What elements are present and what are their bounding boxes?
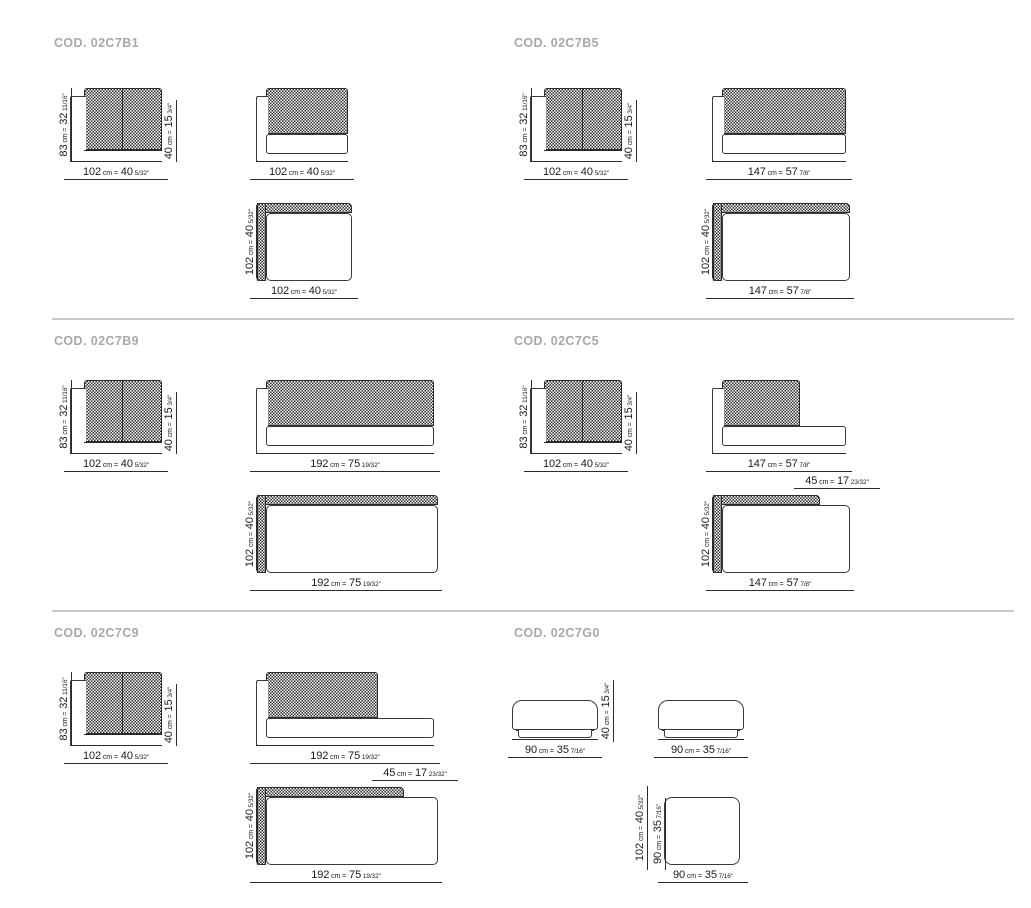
front-elevation-02C7B9: [70, 380, 162, 454]
section-divider-2: [52, 610, 1014, 612]
dim-height-83-02C7B9: 83 cm = 32 11/16": [58, 380, 72, 454]
dim-plan-depth-102-02C7B1: 102 cm = 40 5/32": [244, 203, 258, 281]
dim-seat-height-40-02C7B1: 40 cm = 15 3/4": [163, 100, 177, 162]
dim-height-83-02C7B1: 83 cm = 32 11/16": [58, 88, 72, 162]
dim-depth-102-side-02C7B1: 102 cm = 40 5/32": [250, 166, 354, 180]
dim-depth-45-02C7C5: 45 cm = 17 23/32": [794, 475, 880, 489]
section-divider-1: [52, 318, 1014, 320]
plan-view-02C7G0: [664, 797, 740, 865]
dim-plan-depth-102-02C7C5: 102 cm = 40 5/32": [700, 495, 714, 573]
product-code-02C7B9: COD. 02C7B9: [54, 334, 139, 348]
dim-height-40-02C7G0: 40 cm = 15 3/4": [600, 680, 614, 742]
dim-depth-90-side-02C7G0: 90 cm = 35 7/16": [654, 744, 748, 758]
dim-plan-width-102-02C7B1: 102 cm = 40 5/32": [250, 285, 358, 299]
plan-view-02C7B9: [256, 495, 438, 573]
dim-width-192-02C7C9: 192 cm = 75 19/32": [250, 750, 440, 764]
dim-height-83-02C7C9: 83 cm = 32 11/16": [58, 672, 72, 746]
dim-plan-width-147-02C7C5: 147 cm = 57 7/8": [706, 577, 854, 591]
front-elevation-02C7B1: [70, 88, 162, 162]
side-elevation-02C7G0: [658, 700, 744, 740]
dim-width-90-front-02C7G0: 90 cm = 35 7/16": [508, 744, 602, 758]
plan-view-02C7C9: [256, 787, 438, 865]
dim-plan-width-192-02C7C9: 192 cm = 75 19/32": [250, 869, 442, 883]
dim-width-102-02C7B9: 102 cm = 40 5/32": [64, 458, 168, 472]
dim-seat-height-40-02C7B9: 40 cm = 15 3/4": [163, 392, 177, 454]
front-elevation-02C7B5: [530, 88, 622, 162]
dim-width-102-02C7C5: 102 cm = 40 5/32": [524, 458, 628, 472]
side-elevation-02C7B5: [712, 88, 846, 162]
product-code-02C7B5: COD. 02C7B5: [514, 36, 599, 50]
dim-height-83-02C7B5: 83 cm = 32 11/16": [518, 88, 532, 162]
product-code-02C7C9: COD. 02C7C9: [54, 626, 139, 640]
dim-width-102-02C7B1: 102 cm = 40 5/32": [64, 166, 168, 180]
front-elevation-02C7C5: [530, 380, 622, 454]
dim-plan-width-90-02C7G0: 90 cm = 35 7/16": [658, 869, 748, 883]
side-elevation-02C7C9: [256, 672, 434, 746]
dim-plan-depth-90-02C7G0: 90 cm = 35 7/16": [652, 798, 666, 870]
front-elevation-02C7G0: [512, 700, 598, 740]
dim-plan-depth-102-02C7B5: 102 cm = 40 5/32": [700, 203, 714, 281]
dim-plan-width-192-02C7B9: 192 cm = 75 19/32": [250, 577, 442, 591]
dim-seat-height-40-02C7B5: 40 cm = 15 3/4": [623, 100, 637, 162]
product-code-02C7B1: COD. 02C7B1: [54, 36, 139, 50]
side-elevation-02C7B9: [256, 380, 434, 454]
side-elevation-02C7C5: [712, 380, 846, 454]
dim-width-192-02C7B9: 192 cm = 75 19/32": [250, 458, 440, 472]
side-elevation-02C7B1: [256, 88, 348, 162]
dim-plan-depth-102-02C7C9: 102 cm = 40 5/32": [244, 787, 258, 865]
dim-plan-depth-102-02C7G0: 102 cm = 40 5/32": [634, 786, 648, 870]
plan-view-02C7C5: [712, 495, 850, 573]
dim-width-147-02C7C5: 147 cm = 57 7/8": [706, 458, 852, 472]
dim-plan-depth-102-02C7B9: 102 cm = 40 5/32": [244, 495, 258, 573]
front-elevation-02C7C9: [70, 672, 162, 746]
dim-depth-45-02C7C9: 45 cm = 17 23/32": [372, 767, 458, 781]
dim-width-102-02C7B5: 102 cm = 40 5/32": [524, 166, 628, 180]
plan-view-02C7B5: [712, 203, 850, 281]
dim-seat-height-40-02C7C9: 40 cm = 15 3/4": [163, 684, 177, 746]
plan-view-02C7B1: [256, 203, 352, 281]
dim-width-147-02C7B5: 147 cm = 57 7/8": [706, 166, 852, 180]
dim-width-102-02C7C9: 102 cm = 40 5/32": [64, 750, 168, 764]
dim-height-83-02C7C5: 83 cm = 32 11/16": [518, 380, 532, 454]
dim-seat-height-40-02C7C5: 40 cm = 15 3/4": [623, 392, 637, 454]
product-code-02C7G0: COD. 02C7G0: [514, 626, 600, 640]
dim-plan-width-147-02C7B5: 147 cm = 57 7/8": [706, 285, 854, 299]
product-code-02C7C5: COD. 02C7C5: [514, 334, 599, 348]
